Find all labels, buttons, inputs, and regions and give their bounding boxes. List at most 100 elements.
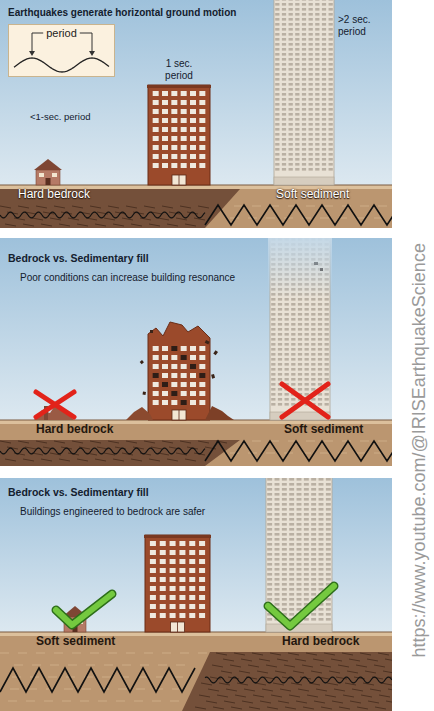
tower-base <box>266 624 332 632</box>
rock-texture <box>280 689 291 691</box>
tower-window <box>275 573 280 576</box>
tower-window <box>304 523 309 526</box>
tower-window <box>322 33 326 36</box>
rock-texture <box>370 689 381 691</box>
rock-texture <box>90 441 101 443</box>
tower-window <box>289 78 293 81</box>
building-window <box>170 577 176 582</box>
building-window <box>199 604 205 609</box>
tower-window <box>329 68 333 71</box>
sediment-texture <box>180 653 189 654</box>
tower-window <box>315 0 319 1</box>
rock-texture <box>311 671 322 673</box>
tower-window <box>309 48 313 51</box>
tower-window <box>315 23 319 26</box>
tower-window <box>289 583 294 586</box>
tower-window <box>275 113 279 116</box>
tower-window <box>304 533 309 536</box>
tower-window <box>315 118 319 121</box>
tower-window <box>311 313 315 316</box>
tower-window <box>326 568 331 571</box>
tower-window <box>289 483 294 486</box>
building-window <box>170 541 176 546</box>
tower-window <box>291 298 295 301</box>
tower-window <box>311 533 316 536</box>
building-window <box>181 154 187 159</box>
tower-window <box>309 143 313 146</box>
tower-window <box>282 93 286 96</box>
tower-window <box>305 338 309 341</box>
building-window <box>179 604 185 609</box>
building-window <box>181 364 187 369</box>
tower-window <box>297 523 302 526</box>
tower-window <box>319 483 324 486</box>
tower-window <box>298 308 302 311</box>
tower-window <box>322 103 326 106</box>
tower-window <box>325 343 329 346</box>
sediment-texture <box>324 441 333 442</box>
soft-sediment <box>0 632 392 711</box>
tower-window <box>282 163 286 166</box>
tower-window <box>302 108 306 111</box>
tower-window <box>282 528 287 531</box>
sediment-texture <box>170 701 179 702</box>
tower-window <box>315 138 319 141</box>
rock-texture <box>327 683 338 685</box>
tower-window <box>325 403 329 406</box>
check-mark <box>56 594 112 625</box>
building-window <box>181 136 187 141</box>
tower-window <box>329 23 333 26</box>
rock-texture <box>386 701 392 703</box>
tower-window <box>267 583 272 586</box>
tower-window <box>329 133 333 136</box>
tower-window <box>275 123 279 126</box>
tower-window <box>322 153 326 156</box>
tower-window <box>285 378 289 381</box>
rock-texture <box>303 707 314 709</box>
rock-texture <box>234 653 245 655</box>
tower-window <box>278 368 282 371</box>
tower-window <box>297 598 302 601</box>
tower-window <box>298 298 302 301</box>
building-window <box>162 355 168 360</box>
tower-window <box>282 488 287 491</box>
tower-window <box>275 108 279 111</box>
tower-window <box>285 298 289 301</box>
rock-texture <box>5 224 16 226</box>
tower-window <box>282 573 287 576</box>
tower-window <box>289 113 293 116</box>
tower-window <box>282 118 286 121</box>
tower-window <box>326 523 331 526</box>
sediment-texture <box>48 677 57 678</box>
tower-window <box>295 98 299 101</box>
ground-label: Soft sediment <box>284 423 363 437</box>
building-entrance <box>171 622 185 632</box>
house-roof <box>34 159 62 170</box>
tower-window <box>309 103 313 106</box>
tower-window <box>282 133 286 136</box>
rock-texture <box>331 659 342 661</box>
tower-window <box>285 323 289 326</box>
tower-window <box>282 48 286 51</box>
tower-window <box>278 353 282 356</box>
building-window <box>190 145 196 150</box>
tower-window <box>275 43 279 46</box>
building-window <box>190 163 196 168</box>
tower-window <box>271 358 275 361</box>
tower-window <box>282 128 286 131</box>
sky <box>0 238 392 420</box>
tower-window <box>289 493 294 496</box>
rock-texture <box>113 459 124 461</box>
scene-panel <box>0 238 392 466</box>
tower-window <box>309 133 313 136</box>
tower-window <box>309 28 313 31</box>
building-window <box>199 127 205 132</box>
tower-window <box>289 103 293 106</box>
tower-window <box>291 303 295 306</box>
building-window <box>170 550 176 555</box>
tower-window <box>322 68 326 71</box>
tower-window <box>291 308 295 311</box>
debris <box>205 340 210 344</box>
tower-window <box>282 78 286 81</box>
debris <box>213 350 218 355</box>
